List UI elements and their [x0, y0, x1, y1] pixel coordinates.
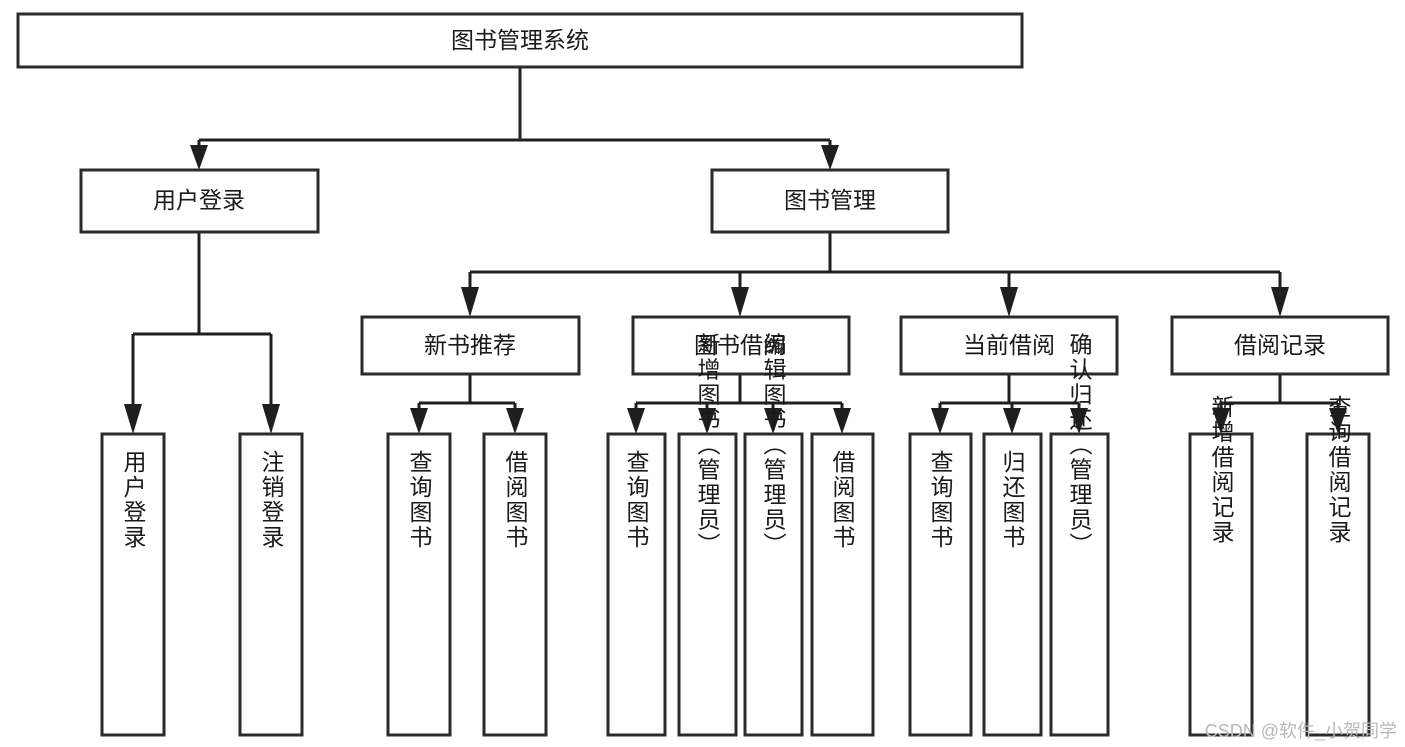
leaf-add-borrow-record[interactable]: 新增借阅记录 — [1188, 395, 1254, 737]
arrow-head-leaf-return-book — [1003, 408, 1021, 434]
node-user-login-label: 用户登录 — [153, 187, 245, 213]
node-root-box[interactable] — [16, 12, 1024, 69]
arrow-head-new-book-rec — [461, 287, 479, 317]
node-book-borrowing-box[interactable] — [631, 315, 851, 376]
leaf-return-book-box[interactable] — [982, 432, 1043, 737]
leaf-query-book-under-current[interactable]: 查询图书 — [908, 432, 973, 737]
leaf-query-book-borrowing-box[interactable] — [606, 432, 667, 737]
node-current-borrowing[interactable]: 当前借阅 — [899, 315, 1119, 376]
arrow-head-leaf-query-book-1 — [410, 408, 428, 434]
leaf-return-book-label: 归还图书 — [999, 450, 1026, 550]
connector-layer — [124, 67, 1347, 434]
node-borrowing-record[interactable]: 借阅记录 — [1170, 315, 1390, 376]
arrow-head-leaf-query-book-3 — [931, 408, 949, 434]
leaf-query-book-under-recommend[interactable]: 查询图书 — [386, 432, 452, 737]
arrow-head-leaf-add-book — [698, 408, 716, 434]
leaf-query-borrow-record-label: 查询借阅记录 — [1325, 395, 1352, 545]
leaf-borrow-book-under-recommend[interactable]: 借阅图书 — [482, 432, 548, 737]
node-book-borrowing-label: 图书借阅 — [694, 332, 786, 358]
leaf-borrow-book-recommend-box[interactable] — [482, 432, 548, 737]
node-book-borrowing[interactable]: 图书借阅 — [631, 315, 851, 376]
node-borrowing-record-box[interactable] — [1170, 315, 1390, 376]
leaf-user-login-box[interactable] — [100, 432, 166, 737]
leaf-query-book-under-borrowing[interactable]: 查询图书 — [606, 432, 667, 737]
node-new-book-recommend[interactable]: 新书推荐 — [360, 315, 581, 376]
node-user-login-box[interactable] — [79, 168, 320, 234]
arrow-head-leaf-borrow-book-2 — [833, 408, 851, 434]
leaf-edit-book-admin[interactable]: 编辑图书（管理员） — [743, 333, 804, 737]
arrow-head-leaf-confirm-return — [1070, 408, 1088, 434]
leaf-logout-box[interactable] — [238, 432, 304, 737]
leaf-borrow-book-borrowing-label: 借阅图书 — [829, 450, 856, 550]
arrow-head-leaf-edit-book — [764, 408, 782, 434]
leaf-confirm-return-admin-box[interactable] — [1049, 432, 1110, 737]
arrow-head-leaf-add-record — [1212, 408, 1230, 434]
leaf-confirm-return-admin[interactable]: 确认归还（管理员） — [1049, 333, 1110, 737]
node-book-management-box[interactable] — [710, 168, 950, 234]
node-root[interactable]: 图书管理系统 — [16, 12, 1024, 69]
arrow-head-leaf-logout — [262, 404, 280, 434]
leaf-query-borrow-record-box[interactable] — [1305, 432, 1371, 737]
leaf-logout[interactable]: 注销登录 — [238, 432, 304, 737]
arrow-head-borrow-record — [1271, 287, 1289, 317]
leaf-query-book-current-box[interactable] — [908, 432, 973, 737]
arrow-head-leaf-user-login — [124, 404, 142, 434]
leaf-borrow-book-recommend-label: 借阅图书 — [502, 450, 529, 550]
leaf-add-borrow-record-label: 新增借阅记录 — [1208, 395, 1235, 545]
arrow-head-user-login — [190, 145, 208, 170]
leaf-add-borrow-record-box[interactable] — [1188, 432, 1254, 737]
arrow-head-book-borrow — [731, 287, 749, 317]
node-root-label: 图书管理系统 — [451, 27, 589, 53]
arrow-head-leaf-query-record — [1329, 408, 1347, 434]
node-new-book-recommend-label: 新书推荐 — [424, 332, 516, 358]
node-current-borrowing-label: 当前借阅 — [963, 332, 1055, 358]
leaf-user-login[interactable]: 用户登录 — [100, 432, 166, 737]
arrow-head-book-mgmt — [821, 145, 839, 170]
leaf-query-book-current-label: 查询图书 — [927, 450, 954, 550]
leaf-query-book-borrowing-label: 查询图书 — [623, 450, 650, 550]
node-current-borrowing-box[interactable] — [899, 315, 1119, 376]
leaf-edit-book-admin-label: 编辑图书（管理员） — [760, 333, 787, 558]
arrow-head-current-borrow — [1000, 287, 1018, 317]
leaf-borrow-book-under-borrowing[interactable]: 借阅图书 — [810, 432, 875, 737]
leaf-add-book-admin[interactable]: 新增图书（管理员） — [677, 333, 738, 737]
leaf-borrow-book-borrowing-box[interactable] — [810, 432, 875, 737]
leaf-user-login-label: 用户登录 — [120, 450, 147, 550]
leaf-return-book[interactable]: 归还图书 — [982, 432, 1043, 737]
node-user-login[interactable]: 用户登录 — [79, 168, 320, 234]
node-book-management-label: 图书管理 — [784, 187, 876, 213]
leaf-query-book-recommend-box[interactable] — [386, 432, 452, 737]
arrow-head-leaf-query-book-2 — [627, 408, 645, 434]
leaf-query-borrow-record[interactable]: 查询借阅记录 — [1305, 395, 1371, 737]
leaf-add-book-admin-box[interactable] — [677, 432, 738, 737]
leaf-query-book-recommend-label: 查询图书 — [406, 450, 433, 550]
node-new-book-recommend-box[interactable] — [360, 315, 581, 376]
leaf-confirm-return-admin-label: 确认归还（管理员） — [1066, 333, 1093, 558]
leaf-add-book-admin-label: 新增图书（管理员） — [694, 333, 721, 558]
node-borrowing-record-label: 借阅记录 — [1234, 332, 1326, 358]
leaf-logout-label: 注销登录 — [258, 450, 285, 550]
leaf-edit-book-admin-box[interactable] — [743, 432, 804, 737]
node-book-management[interactable]: 图书管理 — [710, 168, 950, 234]
arrow-head-leaf-borrow-book-1 — [506, 408, 524, 434]
